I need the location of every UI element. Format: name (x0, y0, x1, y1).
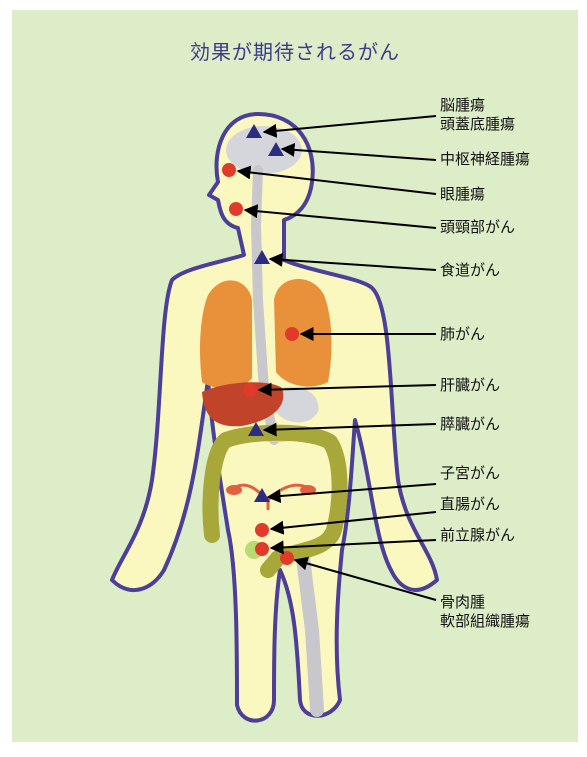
left-lung (200, 280, 252, 388)
label-rectal: 直腸がん (440, 495, 500, 514)
circle-marker-icon (229, 202, 243, 216)
diagram-frame: 効果が期待されるがん (12, 10, 578, 742)
label-pancreatic: 膵臓がん (440, 415, 500, 434)
label-eye-tumor: 眼腫瘍 (440, 185, 485, 204)
label-bone-soft-tissue-line2: 軟部組織腫瘍 (440, 612, 530, 631)
label-uterine: 子宮がん (440, 464, 500, 483)
circle-marker-icon (255, 523, 269, 537)
label-liver: 肝臓がん (440, 376, 500, 395)
label-cns-tumor: 中枢神経腫瘍 (440, 150, 530, 169)
label-esophageal: 食道がん (440, 261, 500, 280)
label-lung: 肺がん (440, 325, 485, 344)
label-bone-soft-tissue: 骨肉腫 軟部組織腫瘍 (440, 593, 530, 631)
label-brain-tumor: 脳腫瘍 頭蓋底腫瘍 (440, 96, 515, 134)
label-bone-soft-tissue-line1: 骨肉腫 (440, 593, 530, 612)
label-prostate: 前立腺がん (440, 526, 515, 545)
circle-marker-icon (280, 551, 294, 565)
circle-marker-icon (222, 163, 236, 177)
label-brain-tumor-line2: 頭蓋底腫瘍 (440, 115, 515, 134)
right-lung (274, 279, 331, 387)
label-head-neck: 頭頸部がん (440, 218, 515, 237)
label-brain-tumor-line1: 脳腫瘍 (440, 96, 515, 115)
circle-marker-icon (243, 383, 257, 397)
circle-marker-icon (285, 327, 299, 341)
circle-marker-icon (255, 542, 269, 556)
ovary-left (226, 485, 242, 495)
